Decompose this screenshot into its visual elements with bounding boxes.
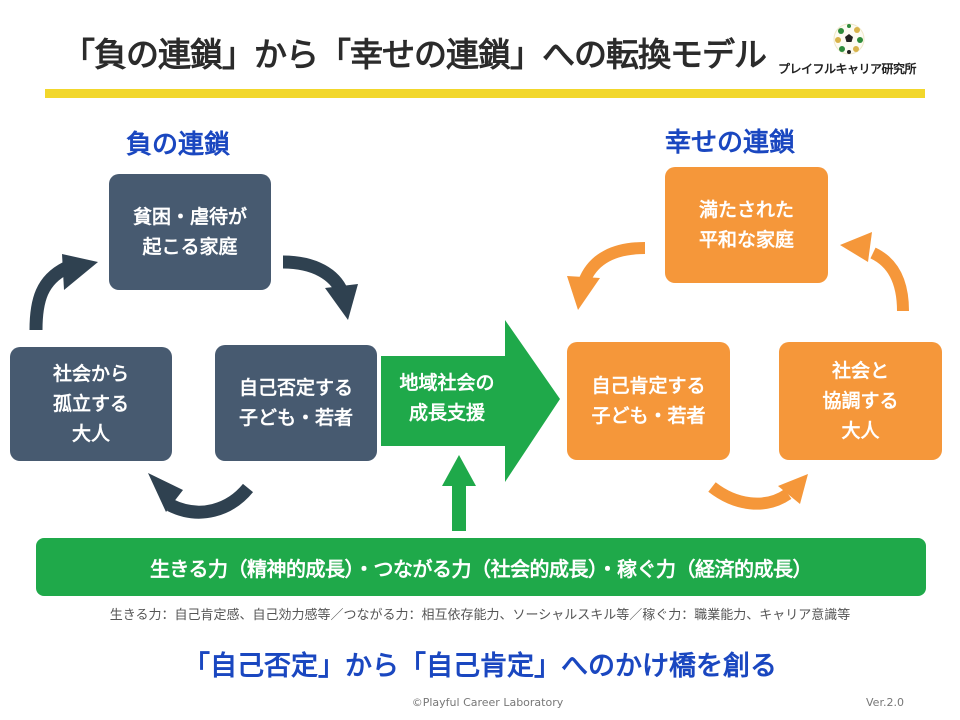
pos-arrowhead-2 [840, 232, 872, 262]
positive-node-youth: 自己肯定する 子ども・若者 [567, 342, 730, 460]
version-label: Ver.2.0 [866, 696, 904, 709]
positive-node-family: 満たされた 平和な家庭 [665, 167, 828, 283]
negative-node-adult: 社会から 孤立する 大人 [10, 347, 172, 461]
support-up-arrow [442, 455, 476, 531]
copyright: ©Playful Career Laboratory [411, 696, 564, 709]
page-title: 「負の連鎖」から「幸せの連鎖」への転換モデル [62, 35, 767, 74]
tagline: 「自己否定」から「自己肯定」へのかけ橋を創る [183, 651, 777, 682]
pos-arrow-top-left [578, 242, 646, 285]
title-underline [45, 89, 925, 98]
logo: プレイフルキャリア研究所 [768, 18, 948, 82]
neg-arrowhead-1 [62, 254, 98, 290]
negative-node-family: 貧困・虐待が 起こる家庭 [109, 174, 271, 290]
pos-arrowhead-3 [778, 474, 808, 504]
negative-chain-title: 負の連鎖 [126, 130, 231, 160]
definition-note: 生きる力：自己肯定感、自己効力感等／つながる力：相互依存能力、ソーシャルスキル等… [109, 608, 851, 623]
logo-text: プレイフルキャリア研究所 [778, 62, 917, 76]
bridge-label: 地域社会の 成長支援 [399, 372, 495, 424]
neg-arrow-bottom-left [167, 483, 254, 519]
pos-arrow-bottom-right [708, 482, 792, 510]
bridge-arrow [381, 320, 560, 482]
neg-arrowhead-3 [148, 473, 183, 512]
neg-arrowhead-2 [325, 284, 358, 320]
pos-arrowhead-1 [567, 276, 600, 310]
neg-arrow-left-up [29, 262, 70, 331]
pos-arrow-right-up [870, 247, 909, 312]
negative-node-youth: 自己否定する 子ども・若者 [215, 345, 377, 461]
soccer-ball-icon [833, 23, 865, 55]
growth-bar: 生きる力（精神的成長）・つながる力（社会的成長）・稼ぐ力（経済的成長） [36, 538, 926, 596]
positive-node-adult: 社会と 協調する 大人 [779, 342, 942, 460]
positive-chain-title: 幸せの連鎖 [665, 128, 796, 158]
